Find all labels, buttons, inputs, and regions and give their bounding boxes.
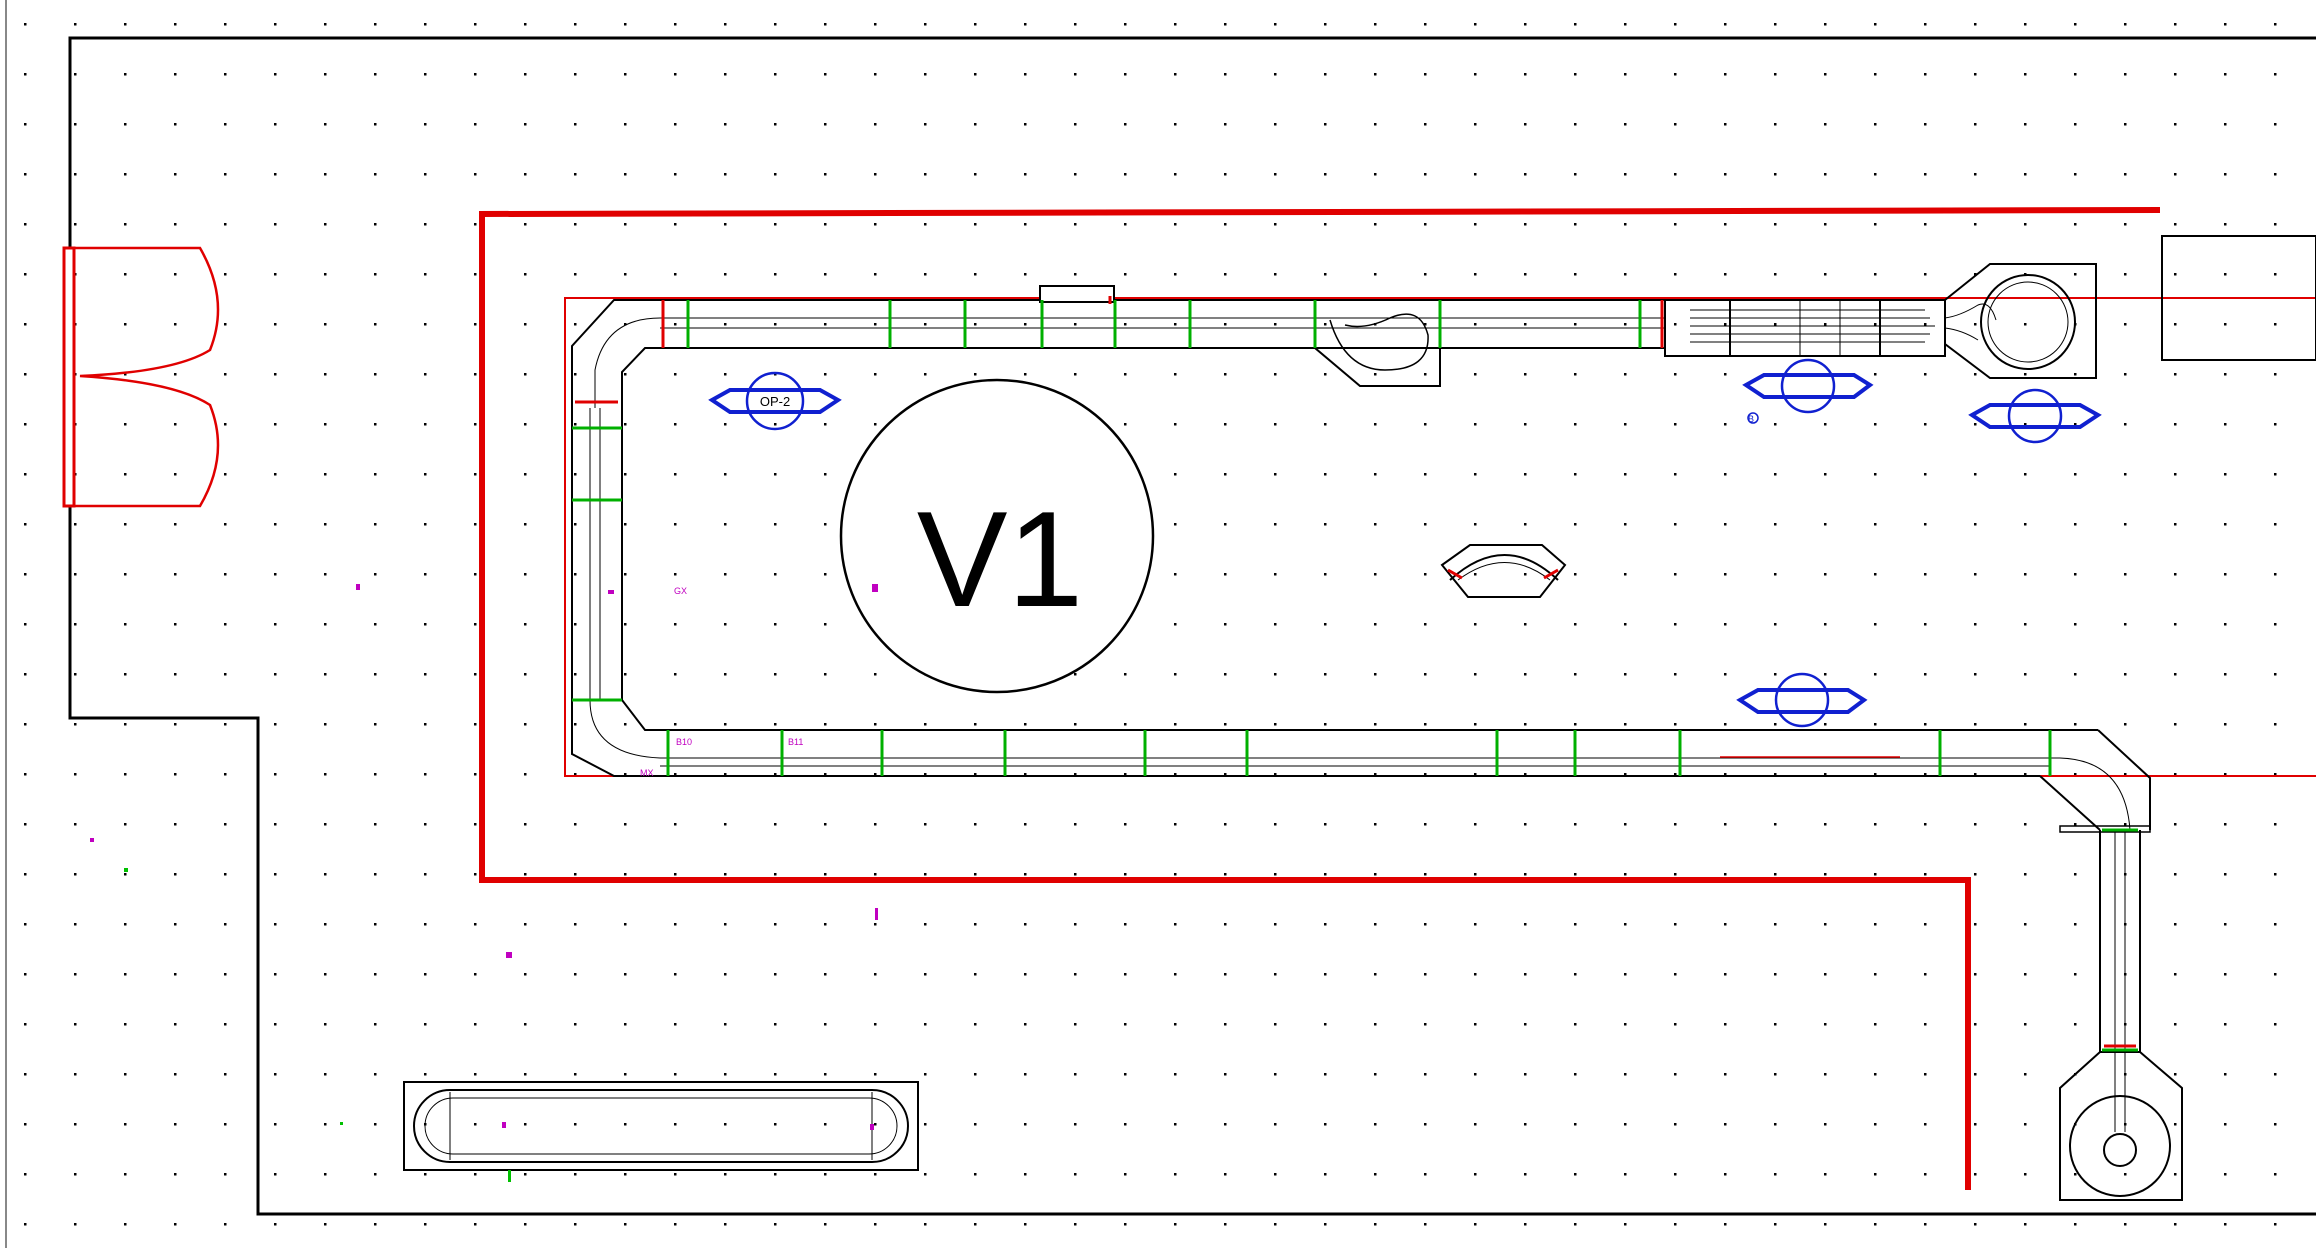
operator-station-icon	[1736, 672, 1868, 728]
transfer-housing	[1039, 285, 1115, 303]
segment-label: B11	[788, 737, 803, 747]
safety-fence	[479, 207, 2161, 1190]
turntable-icon	[1944, 263, 2097, 379]
zone-label: V1	[917, 483, 1083, 635]
external-enclosure	[2161, 235, 2316, 361]
operator-station-icon	[1742, 358, 1874, 414]
marker-label: GX	[674, 586, 687, 596]
marker-label: MX	[640, 768, 654, 778]
sensor-icon	[1747, 412, 1759, 424]
section-joints	[572, 300, 2138, 1052]
segment-label: B10	[676, 737, 692, 747]
operator-station-icon	[1968, 388, 2102, 444]
double-door-icon	[62, 246, 220, 508]
drop-station	[2059, 1051, 2183, 1201]
zone-circle	[839, 378, 1155, 694]
conveyor-track	[571, 299, 2151, 1052]
stop-markers	[575, 296, 2136, 1048]
loop-conveyor	[403, 1081, 919, 1171]
curved-segment-part	[1440, 544, 1567, 598]
building-wall-outline	[68, 36, 2316, 1216]
operator-label: OP-2	[760, 394, 790, 409]
accumulation-section	[1664, 299, 1946, 357]
annotations: B10 B11 GX MX B	[90, 414, 1754, 1182]
operator-station-icon: OP-2	[708, 371, 842, 431]
marker-label: B	[1748, 414, 1754, 424]
